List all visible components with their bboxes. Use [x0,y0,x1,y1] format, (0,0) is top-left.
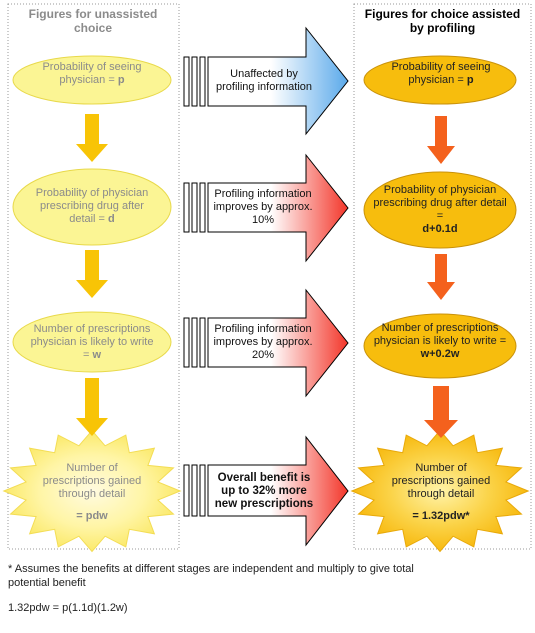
footnote-formula: 1.32pdw = p(1.1d)(1.2w) [8,602,128,614]
right-node-gained-text: Number of prescriptions gained through d… [391,462,491,522]
right-node-seeing-text: Probability of seeing physician = p [391,61,491,86]
left-down-arrow-1 [76,114,108,162]
middle-arrow-2 [183,153,349,263]
middle-arrow-3-text: Profiling information improves by approx… [213,323,313,361]
right-down-arrow-3 [424,386,458,438]
middle-arrow-4 [183,435,349,547]
right-node-gained [350,429,530,553]
left-node-prescriptions [12,311,172,373]
middle-arrow-2-text: Profiling information improves by approx… [213,188,313,226]
right-panel-title: Figures for choice assisted by profiling [364,7,521,35]
left-down-arrow-3 [76,378,108,436]
right-node-prescriptions-text: Number of prescriptions physician is lik… [373,322,507,360]
left-node-seeing [12,55,172,105]
middle-arrow-4-text: Overall benefit is up to 32% more new pr… [214,472,314,510]
left-flow-arrows [76,114,108,436]
right-flow-arrows [424,116,458,438]
middle-arrow-1 [183,26,349,136]
left-node-prescribing [12,168,172,246]
right-down-arrow-2 [427,254,455,300]
left-node-seeing-text: Probability of seeing physician = p [42,61,142,86]
left-node-gained-text: Number of prescriptions gained through d… [42,462,142,522]
left-node-prescribing-text: Probability of physician prescribing dru… [35,187,149,225]
right-down-arrow-1 [427,116,455,164]
right-node-seeing [363,55,517,105]
left-node-prescriptions-text: Number of prescriptions physician is lik… [30,323,154,361]
left-node-gained [2,429,182,553]
right-node-prescribing-text: Probability of physician prescribing dru… [373,184,507,235]
middle-arrow-1-text: Unaffected by profiling information [216,68,312,93]
right-node-prescribing [363,171,517,249]
footnote-assumption: * Assumes the benefits at different stag… [8,563,414,589]
left-panel-title: Figures for unassisted choice [28,7,158,35]
left-down-arrow-2 [76,250,108,298]
middle-arrow-3 [183,288,349,398]
right-node-prescriptions [363,313,517,379]
